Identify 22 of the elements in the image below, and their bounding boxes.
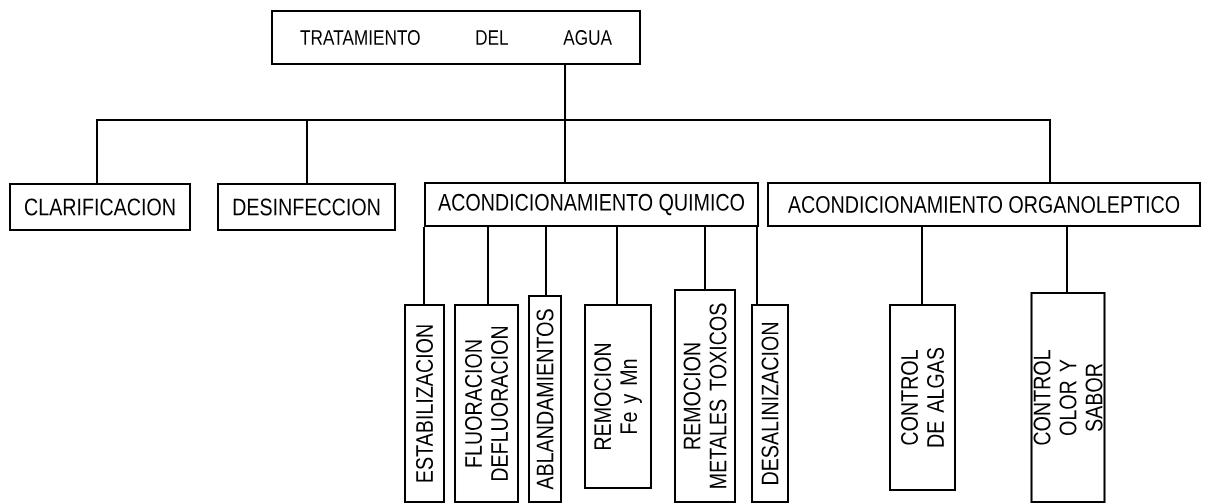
connector-line <box>1066 226 1068 293</box>
treatment-box: REMOCION METALES TOXICOS <box>674 289 736 503</box>
treatment-box: DESALINIZACION <box>751 304 789 503</box>
treatment-box: REMOCION Fe y Mn <box>584 304 652 489</box>
category-box: DESINFECCION <box>217 183 396 231</box>
connector-line <box>487 226 489 305</box>
connector-line <box>423 226 425 305</box>
treatment-box: CONTROL DE ALGAS <box>889 304 956 491</box>
connector-line <box>564 64 1051 183</box>
treatment-box: ABLANDAMIENTOS <box>528 295 562 503</box>
connector-line <box>756 226 758 305</box>
title-box: TRATAMIENTO DEL AGUA <box>271 10 641 65</box>
treatment-box: ESTABILIZACION <box>404 304 445 503</box>
category-box: CLARIFICACION <box>9 183 191 231</box>
connector-line <box>545 226 547 296</box>
treatment-box: CONTROL OLOR Y SABOR <box>1030 292 1106 503</box>
category-box: ACONDICIONAMIENTO QUIMICO <box>424 182 759 227</box>
connector-line <box>704 226 706 290</box>
treatment-box: FLUORACION DEFLUORACION <box>454 304 519 503</box>
connector-line <box>921 226 923 305</box>
category-box: ACONDICIONAMIENTO ORGANOLEPTICO <box>767 182 1201 227</box>
connector-line <box>616 226 618 305</box>
